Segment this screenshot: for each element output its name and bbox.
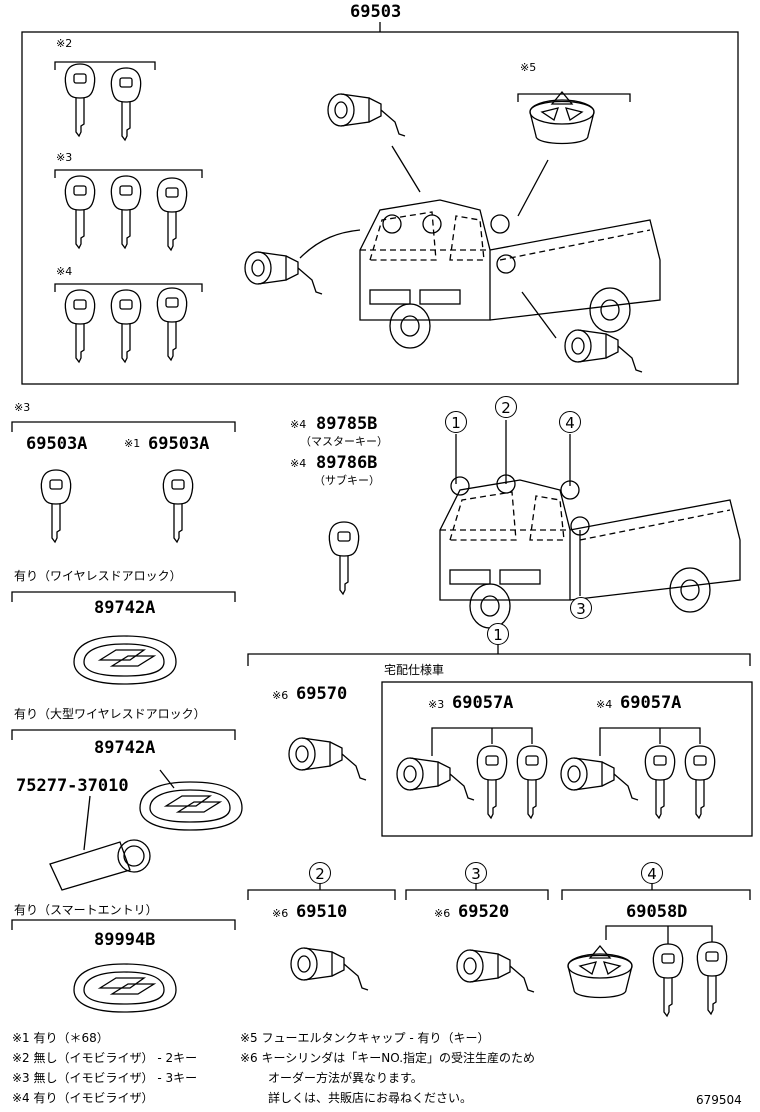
callout-3: 3 [570,597,592,619]
smart-entry-part: 89994B [94,930,156,950]
group-2-note: ※6 [272,907,289,920]
callout-4: 4 [559,411,581,433]
footnote-6b: オーダー方法が異なります。 [268,1071,423,1085]
callout-2: 2 [495,396,517,418]
footnote-2: ※2 無し（イモビライザ） - 2キー [12,1051,198,1065]
master-key-part: 89785B [316,414,378,434]
note-5-label: ※5 [520,61,537,74]
group-1-part-b: 69057A [452,693,514,713]
group-1-note-b: ※3 [428,698,445,711]
wireless-large-header: 有り（大型ワイヤレスドアロック） [14,707,206,721]
footnote-5: ※5 フューエルタンクキャップ - 有り（キー） [240,1031,490,1045]
callout-1: 1 [445,411,467,433]
group-1-part-a: 69570 [296,684,348,704]
wireless-header: 有り（ワイヤレスドアロック） [14,569,182,583]
group-1-note-a: ※6 [272,689,289,702]
group-1-callout: 1 [487,623,509,645]
footnote-4: ※4 有り（イモビライザ） [12,1091,154,1105]
footnote-6a: ※6 キーシリンダは「キーNO.指定」の受注生産のため [240,1051,536,1065]
group-3-note: ※6 [434,907,451,920]
key-set-note-b: ※1 [124,437,141,450]
footnote-3: ※3 無し（イモビライザ） - 3キー [12,1071,198,1085]
wireless-large-part: 89742A [94,738,156,758]
key-tag-part: 75277-37010 [16,776,129,796]
key-set-part-a: 69503A [26,434,88,454]
footnote-1: ※1 有り（＊68） [12,1031,109,1045]
diagram-id: 679504 [696,1093,742,1107]
group-4-part: 69058D [626,902,688,922]
delivery-spec-header: 宅配仕様車 [384,663,445,677]
key-set-part-b: 69503A [148,434,210,454]
note-2-label: ※2 [56,37,73,50]
group-4-callout: 4 [641,862,663,884]
note-4-label: ※4 [56,265,73,278]
group-1-note-c: ※4 [596,698,613,711]
key-set-note: ※3 [14,401,31,414]
sub-key-note: ※4 [290,457,307,470]
group-1-part-c: 69057A [620,693,682,713]
footnote-6c: 詳しくは、共販店にお尋ねください。 [268,1091,473,1105]
group-2-callout: 2 [309,862,331,884]
master-key-note: ※4 [290,418,307,431]
group-3-part: 69520 [458,902,510,922]
sub-key-part: 89786B [316,453,378,473]
group-2-part: 69510 [296,902,348,922]
group-3-callout: 3 [465,862,487,884]
master-key-label: （マスターキー） [300,435,388,448]
smart-entry-header: 有り（スマートエントリ） [14,903,158,917]
wireless-part: 89742A [94,598,156,618]
assembly-part-number: 69503 [350,2,402,22]
sub-key-label: （サブキー） [314,474,380,487]
note-3-label: ※3 [56,151,73,164]
